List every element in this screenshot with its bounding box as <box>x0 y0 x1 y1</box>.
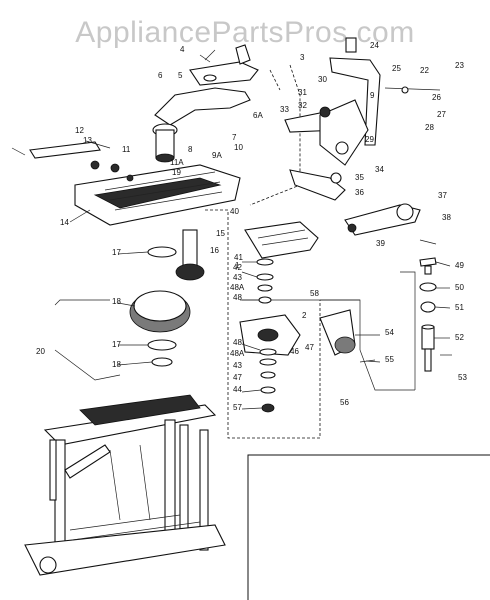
callout-17a: 17 <box>112 248 121 257</box>
callout-24: 24 <box>370 41 379 50</box>
callout-56: 56 <box>340 398 349 407</box>
callout-39: 39 <box>376 239 385 248</box>
callout-30: 30 <box>318 75 327 84</box>
callout-43b: 43 <box>233 361 242 370</box>
callout-6A: 6A <box>253 111 263 120</box>
callout-44: 44 <box>233 385 242 394</box>
callout-13: 13 <box>83 136 92 145</box>
callout-34: 34 <box>375 165 384 174</box>
callout-16: 16 <box>210 246 219 255</box>
callout-48A-b: 48A <box>230 349 245 358</box>
callout-50: 50 <box>455 283 464 292</box>
callout-35: 35 <box>355 173 364 182</box>
callout-37: 37 <box>438 191 447 200</box>
callout-48b: 48 <box>233 338 242 347</box>
callout-9A: 9A <box>212 151 222 160</box>
feed-dog-block <box>244 221 319 259</box>
callout-25: 25 <box>392 64 401 73</box>
callout-10: 10 <box>234 143 243 152</box>
callout-26: 26 <box>432 93 441 102</box>
callout-1: 1 <box>235 261 240 270</box>
callout-labels: 1 2 3 4 5 6 6A 7 8 9 9A 10 11 11A 12 13 … <box>36 41 467 412</box>
callout-42: 42 <box>233 263 242 272</box>
right-bracket-assembly <box>284 37 441 201</box>
callout-32: 32 <box>298 101 307 110</box>
callout-22: 22 <box>420 66 429 75</box>
callout-19: 19 <box>172 168 181 177</box>
bed-plate <box>11 141 241 226</box>
feed-arm <box>344 203 421 236</box>
callout-49: 49 <box>455 261 464 270</box>
callout-58: 58 <box>310 289 319 298</box>
right-shaft-parts <box>419 257 452 372</box>
callout-55: 55 <box>385 355 394 364</box>
callout-11: 11 <box>122 145 131 154</box>
callout-57: 57 <box>233 403 242 412</box>
callout-41: 41 <box>234 253 243 262</box>
mechanism-frame <box>24 394 226 576</box>
callout-31: 31 <box>298 88 307 97</box>
callout-29: 29 <box>365 135 374 144</box>
callout-18b: 18 <box>112 360 121 369</box>
callout-52: 52 <box>455 333 464 342</box>
callout-40: 40 <box>230 207 239 216</box>
callout-43a: 43 <box>233 273 242 282</box>
callout-18a: 18 <box>112 297 121 306</box>
gear-shaft-parts <box>129 229 376 413</box>
callout-47a: 47 <box>233 373 242 382</box>
callout-11A: 11A <box>170 158 184 167</box>
callout-7: 7 <box>232 133 237 142</box>
callout-27: 27 <box>437 110 446 119</box>
callout-2: 2 <box>302 311 307 320</box>
callout-48A-a: 48A <box>230 283 245 292</box>
callout-14: 14 <box>60 218 69 227</box>
callout-28: 28 <box>425 123 434 132</box>
callout-53: 53 <box>458 373 467 382</box>
callout-48a: 48 <box>233 293 242 302</box>
callout-4: 4 <box>180 45 185 54</box>
callout-20: 20 <box>36 347 45 356</box>
upper-arm-assembly <box>152 44 259 163</box>
inset-box <box>247 454 490 600</box>
callout-17b: 17 <box>112 340 121 349</box>
callout-15: 15 <box>216 229 225 238</box>
callout-46: 46 <box>290 347 299 356</box>
callout-47b: 47 <box>305 343 314 352</box>
callout-36: 36 <box>355 188 364 197</box>
callout-6: 6 <box>158 71 163 80</box>
callout-8: 8 <box>188 145 193 154</box>
callout-38: 38 <box>442 213 451 222</box>
callout-51: 51 <box>455 303 464 312</box>
callout-33: 33 <box>280 105 289 114</box>
callout-23: 23 <box>455 61 464 70</box>
callout-9: 9 <box>370 91 375 100</box>
leader-lines <box>69 140 451 410</box>
callout-3: 3 <box>300 53 305 62</box>
callout-54: 54 <box>385 328 394 337</box>
watermark: AppliancePartsPros.com <box>75 16 415 49</box>
callout-12: 12 <box>75 126 84 135</box>
callout-5: 5 <box>178 71 183 80</box>
